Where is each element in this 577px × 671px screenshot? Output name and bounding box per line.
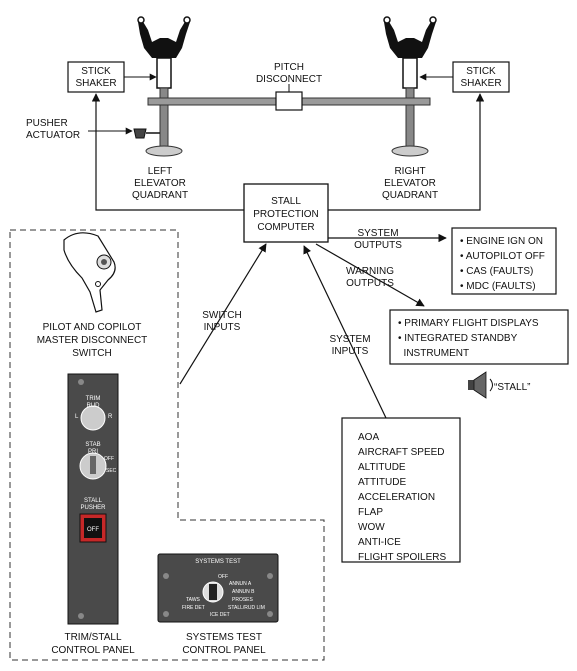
master-disconnect-line2: MASTER DISCONNECT (37, 335, 148, 346)
system-inputs-line (303, 245, 387, 419)
pitch-disconnect-line1: PITCH (274, 62, 304, 73)
pusher-actuator-line2: ACTUATOR (26, 130, 80, 141)
system-output-item: • MDC (FAULTS) (460, 281, 536, 292)
trim-stall-panel-label-line2: CONTROL PANEL (51, 645, 135, 656)
warning-output-item: INSTRUMENT (398, 348, 469, 359)
trim-r-label: R (108, 414, 113, 420)
systems-test-position: OFF (218, 574, 228, 580)
switch-inputs-line1: SWITCH (202, 310, 241, 321)
stab-title-line1: STAB (85, 442, 100, 448)
computer-line1: STALL (271, 196, 301, 207)
warning-output-item: • PRIMARY FLIGHT DISPLAYS (398, 318, 539, 329)
system-input-item: ATTITUDE (358, 477, 406, 488)
master-disconnect-line1: PILOT AND COPILOT (43, 322, 142, 333)
stall-title-line1: STALL (84, 498, 103, 504)
system-input-item: ACCELERATION (358, 492, 435, 503)
line-to-left-shaker (91, 93, 244, 211)
left-elevator-quadrant-line3: QUADRANT (132, 190, 188, 201)
systems-test-position: TAWS (186, 597, 201, 603)
computer-line2: PROTECTION (253, 209, 319, 220)
systems-test-position: STALL/RUD LIM (228, 605, 265, 611)
systems-test-position: FIRE DET (182, 605, 205, 611)
stab-sec-label: SEC (106, 468, 117, 474)
pusher-actuator-line1: PUSHER (26, 118, 68, 129)
left-elevator-quadrant-line1: LEFT (148, 166, 172, 177)
left-control-column (137, 16, 191, 157)
system-output-item: • AUTOPILOT OFF (460, 251, 545, 262)
switch-inputs-line (179, 243, 267, 385)
speaker-icon (468, 371, 493, 399)
systems-test-position: PROSES (232, 597, 254, 603)
systems-test-position: ANNUN A (229, 581, 252, 587)
switch-inputs-line2: INPUTS (204, 322, 241, 333)
systems-test-control-panel (157, 553, 279, 623)
warning-outputs-box (389, 309, 569, 365)
stick-shaker-right-line2: SHAKER (460, 78, 501, 89)
trim-title-line1: TRIM (86, 396, 101, 402)
pitch-disconnect-unit (275, 91, 303, 111)
stall-protection-computer-box (243, 183, 329, 243)
stick-shaker-left-line1: STICK (81, 66, 111, 77)
stick-shaker-left-box (67, 61, 125, 93)
systems-test-position: ICE DET (210, 612, 230, 618)
systems-test-title: SYSTEMS TEST (195, 559, 241, 565)
system-input-item: AOA (358, 432, 379, 443)
master-disconnect-switch-icon (63, 232, 116, 313)
system-inputs-box (341, 417, 461, 563)
systems-test-panel-label-line2: CONTROL PANEL (182, 645, 266, 656)
right-elevator-quadrant-line1: RIGHT (394, 166, 425, 177)
line-to-right-shaker (328, 93, 485, 211)
system-outputs-box (451, 227, 557, 295)
systems-test-position: ANNUN B (232, 589, 255, 595)
right-elevator-quadrant-line3: QUADRANT (382, 190, 438, 201)
system-input-item: ALTITUDE (358, 462, 406, 473)
pusher-actuator-icon (133, 128, 160, 139)
stall-aural-label: “STALL” (494, 382, 531, 393)
system-input-item: ANTI-ICE (358, 537, 401, 548)
stall-title-line2: PUSHER (80, 505, 106, 511)
stick-shaker-right-line1: STICK (466, 66, 496, 77)
system-output-item: • CAS (FAULTS) (460, 266, 533, 277)
system-inputs-label-line1: SYSTEM (329, 334, 370, 345)
system-input-item: FLAP (358, 507, 383, 518)
trim-title-line2: RUD (87, 403, 101, 409)
system-input-item: AIRCRAFT SPEED (358, 447, 445, 458)
cockpit-boundary (9, 229, 325, 661)
system-outputs-label-line2: OUTPUTS (354, 240, 402, 251)
system-inputs-label-line2: INPUTS (332, 346, 369, 357)
pitch-disconnect-line2: DISCONNECT (256, 74, 322, 85)
stab-off-label: OFF (104, 456, 114, 462)
warning-outputs-label-line1: WARNING (346, 266, 394, 277)
stab-title-line2: PRI (88, 449, 98, 455)
system-output-item: • ENGINE IGN ON (460, 236, 543, 247)
trim-l-label: L (75, 414, 79, 420)
right-elevator-quadrant-line2: ELEVATOR (384, 178, 436, 189)
warning-outputs-label-line2: OUTPUTS (346, 278, 394, 289)
system-input-item: FLIGHT SPOILERS (358, 552, 447, 563)
system-outputs-label-line1: SYSTEM (357, 228, 398, 239)
right-control-column (383, 16, 437, 157)
stall-pusher-off-label: OFF (87, 527, 99, 533)
computer-line3: COMPUTER (257, 222, 314, 233)
system-input-item: WOW (358, 522, 385, 533)
trim-stall-control-panel (67, 373, 119, 625)
warning-output-item: • INTEGRATED STANDBY (398, 333, 518, 344)
master-disconnect-line3: SWITCH (72, 348, 111, 359)
left-elevator-quadrant-line2: ELEVATOR (134, 178, 186, 189)
systems-test-panel-label-line1: SYSTEMS TEST (186, 632, 262, 643)
stick-shaker-left-line2: SHAKER (75, 78, 116, 89)
stick-shaker-right-box (452, 61, 510, 93)
trim-stall-panel-label-line1: TRIM/STALL (64, 632, 121, 643)
